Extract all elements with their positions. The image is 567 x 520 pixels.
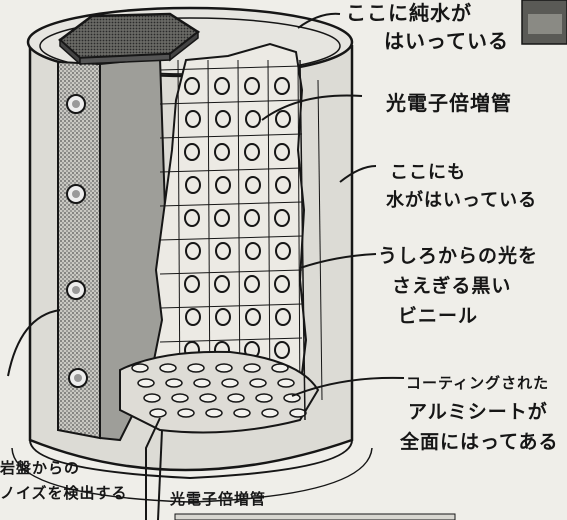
- pmt-tube: [215, 110, 231, 128]
- floor-pmt-tube: [261, 408, 279, 418]
- pmt-tube: [275, 176, 291, 194]
- pmt-tube: [245, 176, 261, 194]
- pmt-tube: [274, 143, 290, 161]
- floor-pmt-tube: [193, 378, 211, 388]
- floor-pmt-tube: [233, 408, 251, 418]
- pmt-tube: [185, 242, 201, 260]
- label-aluminum-3: 全面にはってある: [399, 430, 558, 453]
- grid-row-line: [159, 99, 303, 105]
- floor-pmt-tube: [187, 363, 205, 373]
- pmt-tube: [215, 308, 231, 326]
- floor-pmt-tube: [243, 363, 261, 373]
- label-pmt-top: 光電子倍増管: [385, 91, 512, 115]
- floor-pmt-tube: [149, 408, 167, 418]
- floor-pmt-tube: [171, 393, 189, 403]
- pmt-tube: [244, 143, 260, 161]
- label-rock-noise-1: 岩盤からの: [0, 459, 80, 477]
- floor-pmt-tube: [137, 378, 155, 388]
- grid-col-line: [237, 59, 241, 411]
- tank-base: [29, 439, 353, 480]
- floor-pmt-tube: [283, 393, 301, 403]
- floor-pmt-tube: [277, 378, 295, 388]
- pmt-tube: [185, 176, 201, 194]
- floor-pmt-tube: [289, 408, 307, 418]
- pmt-tube: [245, 308, 261, 326]
- label-rock-noise-2: ノイズを検出する: [0, 484, 128, 502]
- floor-pmt-tube: [249, 378, 267, 388]
- pmt-tube: [275, 242, 291, 260]
- pmt-tube: [245, 110, 261, 128]
- floor-pmt-tube: [199, 393, 217, 403]
- floor-pmt-array: [131, 363, 307, 418]
- pmt-tube: [214, 209, 230, 227]
- pmt-tube: [274, 77, 290, 95]
- pmt-tube: [244, 77, 260, 95]
- pmt-tube: [274, 275, 290, 293]
- floor-pmt-tube: [159, 363, 177, 373]
- label-pmt-bottom: 光電子倍増管: [169, 490, 266, 508]
- pmt-tube: [215, 176, 231, 194]
- grid-row-line: [159, 303, 303, 309]
- pmt-tube: [244, 209, 260, 227]
- pmt-tube: [184, 275, 200, 293]
- floor-pmt-tube: [143, 393, 161, 403]
- pmt-tube: [274, 209, 290, 227]
- grid-col-line: [267, 59, 271, 411]
- pmt-tube: [184, 143, 200, 161]
- grid-row-line: [159, 65, 303, 71]
- label-water-too-1: ここにも: [390, 162, 466, 183]
- grid-row-line: [159, 337, 303, 343]
- pmt-tube: [185, 110, 201, 128]
- left-pmt-column: [66, 94, 88, 388]
- floor-pmt-tube: [131, 363, 149, 373]
- pmt-tube: [215, 242, 231, 260]
- pmt-tube: [244, 275, 260, 293]
- pmt-tube: [185, 308, 201, 326]
- label-aluminum-1: コーティングされた: [406, 374, 549, 392]
- floor-pmt-tube: [221, 378, 239, 388]
- label-vinyl-1: うしろからの光を: [378, 244, 538, 267]
- grid-row-line: [159, 269, 303, 275]
- pmt-tube: [275, 110, 291, 128]
- floor-pmt-tube: [227, 393, 245, 403]
- grid-row-line: [159, 201, 303, 207]
- pmt-tube: [275, 308, 291, 326]
- floor-pmt-tube: [205, 408, 223, 418]
- pmt-tube: [214, 77, 230, 95]
- label-aluminum-2: アルミシートが: [408, 400, 548, 423]
- pmt-tube: [184, 209, 200, 227]
- label-vinyl-2: さえぎる黒い: [392, 274, 511, 297]
- pmt-tube: [214, 143, 230, 161]
- pmt-tube: [214, 275, 230, 293]
- floor-pmt-tube: [271, 363, 289, 373]
- floor-pmt-tube: [165, 378, 183, 388]
- pmt-tube: [274, 341, 290, 359]
- floor-pmt-tube: [255, 393, 273, 403]
- label-water-too-2: 水がはいっている: [386, 189, 537, 211]
- bottom-strip: [174, 513, 456, 520]
- grid-col-line: [297, 59, 301, 411]
- grid-col-line: [177, 59, 181, 411]
- label-vinyl-3: ビニール: [398, 305, 478, 327]
- pmt-tube: [245, 242, 261, 260]
- label-pure-water-2: はいっている: [384, 29, 509, 53]
- floor-pmt-tube: [177, 408, 195, 418]
- pmt-tube: [184, 77, 200, 95]
- leader-lines: [7, 12, 405, 520]
- label-pure-water-1: ここに純水が: [346, 1, 472, 25]
- grid-row-line: [159, 133, 303, 139]
- grid-row-line: [159, 167, 303, 173]
- floor-pmt-tube: [215, 363, 233, 373]
- grid-row-line: [159, 235, 303, 241]
